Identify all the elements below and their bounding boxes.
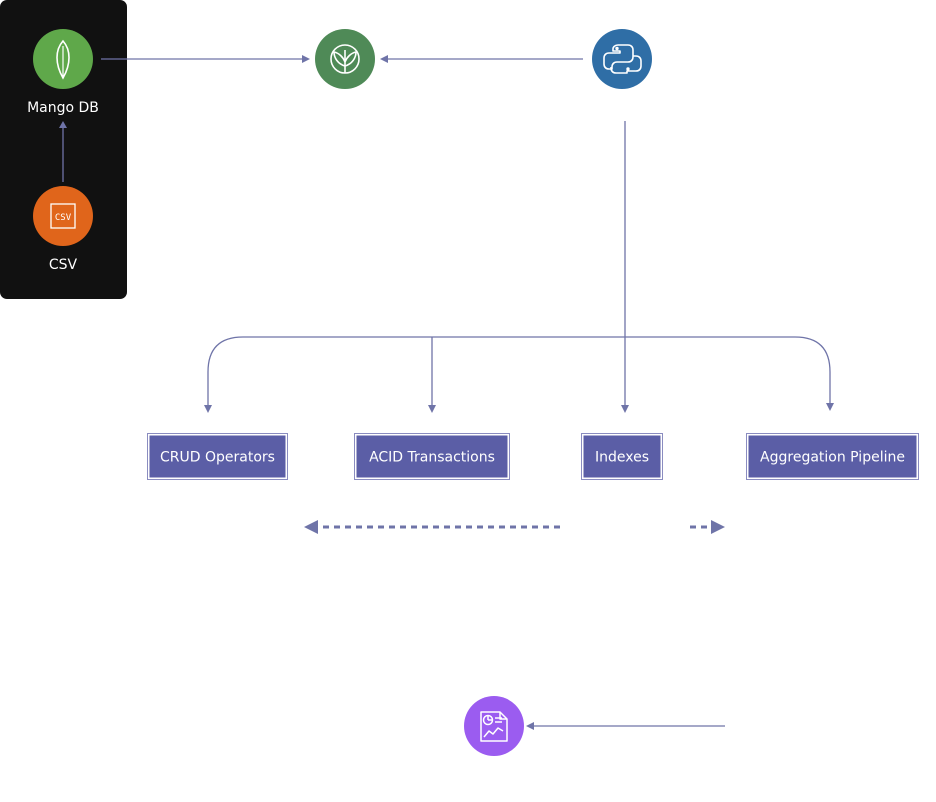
crud-operators-label: CRUD Operators — [160, 450, 275, 466]
mongodb-label: Mango DB — [27, 100, 99, 116]
aggregation-pipeline-label: Aggregation Pipeline — [760, 450, 905, 466]
acid-transactions-label: ACID Transactions — [369, 450, 495, 466]
python-node[interactable] — [592, 29, 652, 89]
csv-label: CSV — [49, 257, 78, 273]
python-icon — [603, 44, 642, 74]
csv-node[interactable]: CSV — [33, 186, 93, 246]
mongodb-node[interactable] — [33, 29, 93, 89]
csv-file-icon: CSV — [50, 203, 76, 229]
dashed-left-arrow — [304, 520, 560, 534]
to-report-arrow — [526, 722, 725, 730]
aggregation-pipeline-box[interactable]: Aggregation Pipeline — [746, 433, 919, 480]
report-chart-icon — [480, 711, 508, 742]
mongodb-leaf-icon — [56, 39, 70, 80]
mongodb-to-hub-arrow — [101, 55, 310, 63]
csv-icon-text: CSV — [55, 213, 72, 223]
indexes-label: Indexes — [595, 450, 649, 466]
csv-circle — [33, 186, 93, 246]
csv-to-mongodb-arrow — [59, 121, 67, 182]
report-circle — [464, 696, 524, 756]
crud-operators-box[interactable]: CRUD Operators — [147, 433, 288, 480]
indexes-box[interactable]: Indexes — [581, 433, 663, 480]
python-to-indexes-arrow — [621, 121, 629, 413]
dashed-right-arrow — [690, 520, 725, 534]
hub-node[interactable] — [315, 29, 375, 89]
acid-transactions-box[interactable]: ACID Transactions — [354, 433, 510, 480]
python-circle — [592, 29, 652, 89]
distribution-bus — [204, 336, 834, 413]
python-to-hub-arrow — [380, 55, 583, 63]
leaf-circle-icon — [330, 44, 360, 74]
report-node[interactable] — [464, 696, 524, 756]
